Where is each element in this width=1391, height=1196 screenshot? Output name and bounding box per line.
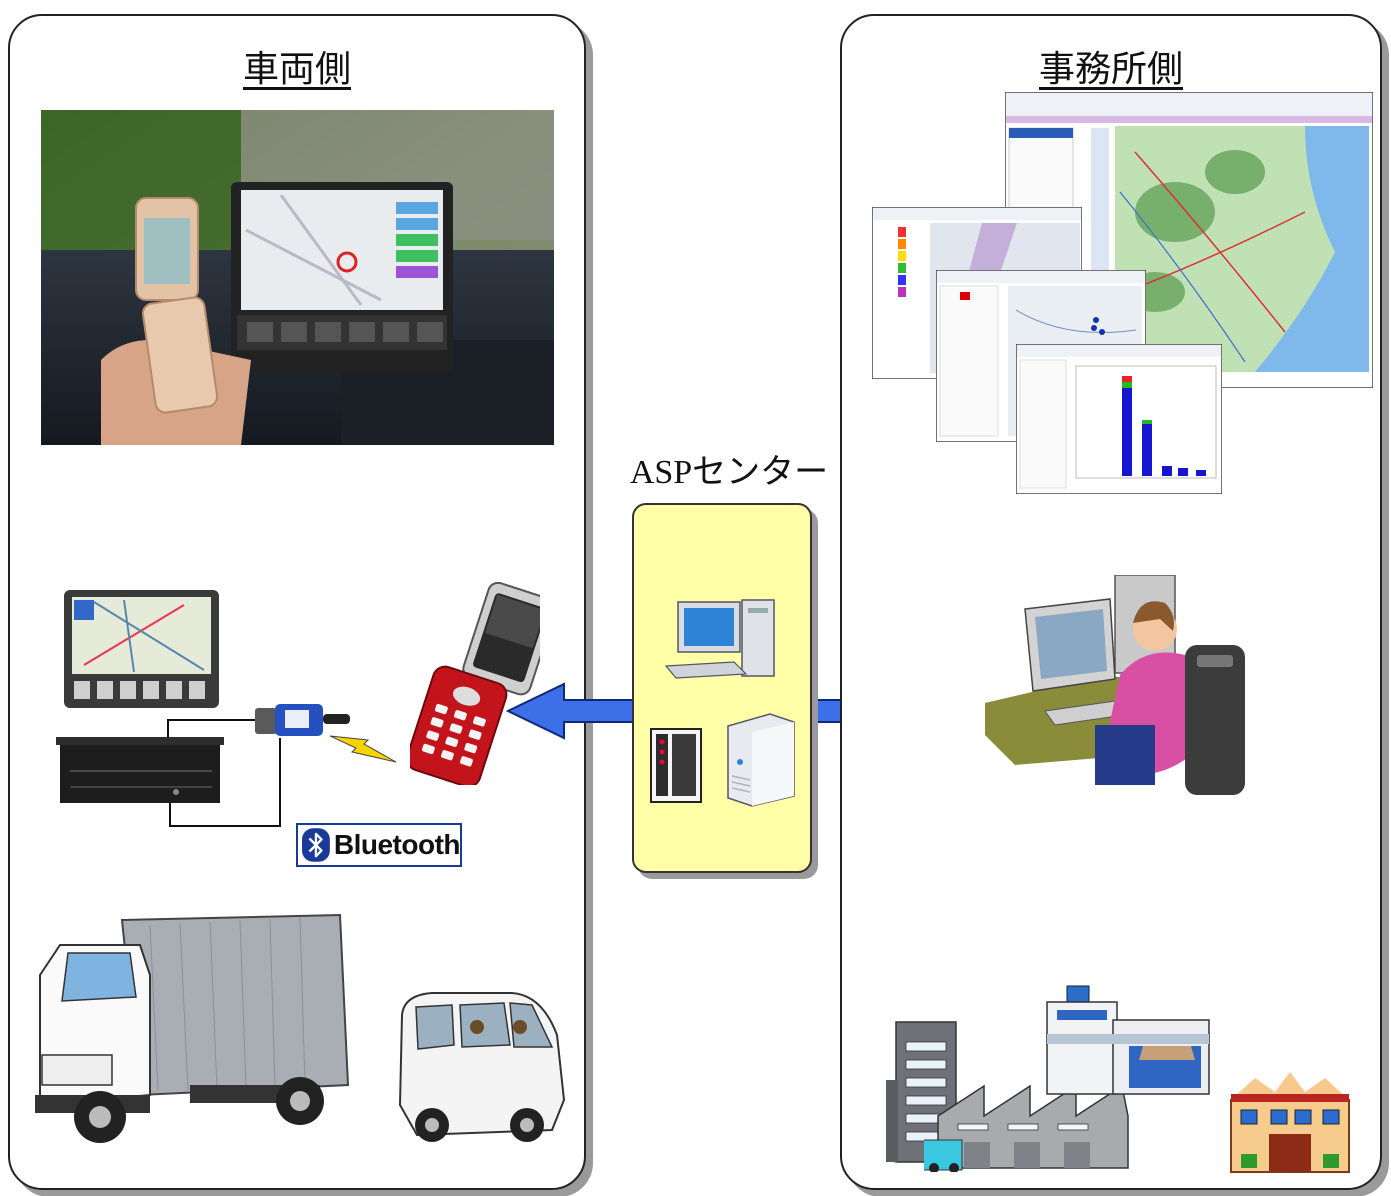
warehouse-icon [1046, 985, 1210, 1095]
desktop-pc-icon [664, 599, 775, 679]
office-building-icon [886, 1021, 957, 1163]
bluetooth-badge: Bluetooth [296, 823, 462, 867]
truck-icon [35, 913, 350, 1143]
factory-icon [924, 1084, 1129, 1172]
rack-server-icon [650, 728, 702, 803]
in-vehicle-photo [41, 110, 554, 445]
asp-center-label: ASPセンター [629, 454, 829, 491]
store-icon [1230, 1072, 1350, 1173]
tower-server-icon [727, 713, 795, 807]
office-side-title: 事務所側 [1038, 49, 1183, 90]
car-navigation-unit [64, 590, 219, 708]
mobile-phone [410, 581, 540, 785]
arrow-to-vehicle [505, 682, 637, 740]
van-icon [398, 992, 566, 1142]
bluetooth-icon [302, 828, 330, 862]
wireless-signal-icon [330, 735, 397, 763]
vehicle-side-title: 車両側 [242, 49, 351, 90]
control-box [56, 737, 224, 803]
asp-center-box [632, 503, 812, 873]
bluetooth-label: Bluetooth [333, 829, 461, 860]
bluetooth-adapter [255, 704, 350, 736]
office-operator-icon [985, 575, 1245, 795]
chart-screenshot [1016, 344, 1222, 494]
